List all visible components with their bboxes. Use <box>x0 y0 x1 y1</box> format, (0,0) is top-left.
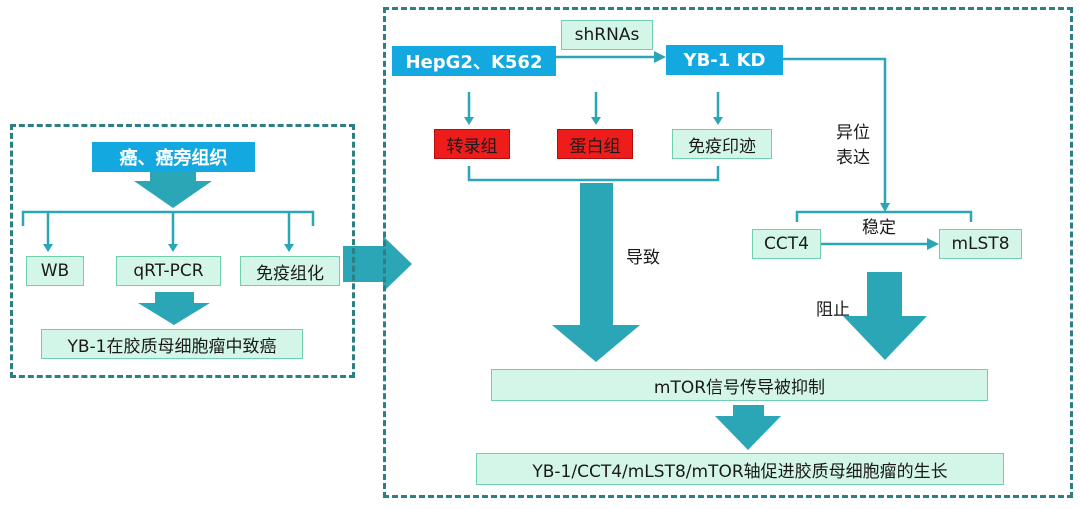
panel-connect-arrow <box>343 236 412 292</box>
stabilize-bracket <box>795 210 973 222</box>
transcriptome-box: 转录组 <box>434 129 510 159</box>
proteome-box: 蛋白组 <box>557 129 633 159</box>
shrna-label: shRNAs <box>574 25 640 45</box>
arrowhead <box>654 51 666 63</box>
western-label: 免疫印迹 <box>688 136 756 157</box>
left-bracket <box>21 210 315 226</box>
arrowhead <box>713 117 723 125</box>
shrna-box: shRNAs <box>561 20 653 50</box>
final-label: YB-1/CCT4/mLST8/mTOR轴促进胶质母细胞瘤的生长 <box>532 461 948 482</box>
left-conclusion: YB-1在胶质母细胞瘤中致癌 <box>67 336 277 357</box>
block-arrow <box>843 272 927 360</box>
left-panel <box>10 124 355 378</box>
method-ihc: 免疫组化 <box>256 263 324 284</box>
right-panel <box>383 7 1073 498</box>
mtor-box: mTOR信号传导被抑制 <box>491 369 988 401</box>
arrowhead <box>464 117 474 125</box>
block-label: 阻止 <box>816 300 850 320</box>
kd-label: YB-1 KD <box>683 49 766 71</box>
left-title: 癌、癌旁组织 <box>119 148 228 169</box>
lead-to-arrow <box>552 183 640 362</box>
lead-to-label: 导致 <box>626 248 660 268</box>
title-down-arrow <box>134 171 212 208</box>
ectopic-label-2: 表达 <box>836 148 870 168</box>
method-qrt-box: qRT-PCR <box>116 256 221 286</box>
method-qrt-pcr: qRT-PCR <box>133 261 204 281</box>
proteome-label: 蛋白组 <box>569 136 621 157</box>
mlst8-box: mLST8 <box>939 229 1022 259</box>
left-conclusion-box: YB-1在胶质母细胞瘤中致癌 <box>41 329 303 359</box>
mtor-label: mTOR信号传导被抑制 <box>653 377 826 398</box>
western-box: 免疫印迹 <box>672 129 772 159</box>
stabilize-label: 稳定 <box>862 218 896 238</box>
method-wb: WB <box>40 261 70 281</box>
final-box: YB-1/CCT4/mLST8/mTOR轴促进胶质母细胞瘤的生长 <box>476 453 1004 485</box>
arrowhead <box>284 244 294 252</box>
arrowhead <box>880 203 890 212</box>
cct4-box: CCT4 <box>752 229 821 259</box>
arrowhead <box>591 117 601 125</box>
left-title-box: 癌、癌旁组织 <box>92 142 255 172</box>
cells-box: HepG2、K562 <box>392 46 556 76</box>
mlst8-label: mLST8 <box>951 234 1010 254</box>
arrowhead <box>43 244 53 252</box>
mtor-down-arrow <box>715 405 781 450</box>
transcriptome-label: 转录组 <box>446 136 498 157</box>
kd-box: YB-1 KD <box>666 45 783 75</box>
cct4-label: CCT4 <box>764 234 809 254</box>
arrowhead <box>927 238 939 250</box>
ectopic-label-1: 异位 <box>836 123 870 143</box>
arrowhead <box>168 244 178 252</box>
method-ihc-box: 免疫组化 <box>240 256 340 286</box>
ectopic-line <box>783 57 887 203</box>
cells-label: HepG2、K562 <box>405 52 543 73</box>
methods-down-arrow <box>138 292 210 325</box>
omics-bracket <box>467 166 720 182</box>
method-wb-box: WB <box>26 256 84 286</box>
